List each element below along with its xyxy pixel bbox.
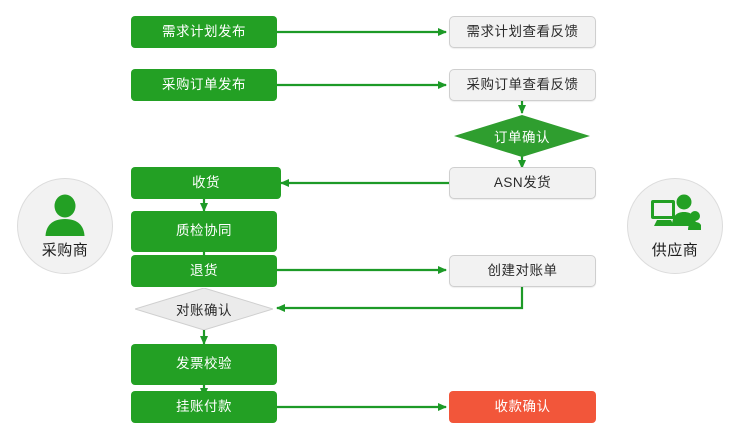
node-order-confirm[interactable]: 订单确认 bbox=[454, 115, 590, 157]
person-icon bbox=[45, 194, 85, 236]
node-demand-plan-feedback[interactable]: 需求计划查看反馈 bbox=[449, 16, 596, 48]
node-po-feedback[interactable]: 采购订单查看反馈 bbox=[449, 69, 596, 101]
node-order-confirm-label: 订单确认 bbox=[494, 130, 550, 145]
node-payment-confirm[interactable]: 收款确认 bbox=[449, 391, 596, 423]
person-at-computer-icon bbox=[651, 194, 701, 230]
actor-buyer-label: 采购商 bbox=[41, 242, 89, 259]
actor-supplier-label: 供应商 bbox=[651, 242, 699, 259]
node-asn-shipment[interactable]: ASN发货 bbox=[449, 167, 596, 199]
diamond-shape bbox=[135, 288, 273, 330]
node-create-statement[interactable]: 创建对账单 bbox=[449, 255, 596, 287]
node-statement-confirm[interactable]: 对账确认 bbox=[135, 288, 273, 330]
node-po-publish[interactable]: 采购订单发布 bbox=[131, 69, 277, 101]
node-statement-confirm-label: 对账确认 bbox=[176, 303, 232, 318]
node-demand-plan-publish[interactable]: 需求计划发布 bbox=[131, 16, 277, 48]
edge-statement-to-confirm bbox=[276, 286, 524, 312]
actor-buyer[interactable]: 采购商 bbox=[17, 178, 113, 274]
node-return-goods[interactable]: 退货 bbox=[131, 255, 277, 287]
node-quality-collab[interactable]: 质检协同 bbox=[131, 211, 277, 252]
node-payment-posting[interactable]: 挂账付款 bbox=[131, 391, 277, 423]
diamond-shape bbox=[454, 115, 590, 157]
node-invoice-check[interactable]: 发票校验 bbox=[131, 344, 277, 385]
actor-supplier[interactable]: 供应商 bbox=[627, 178, 723, 274]
node-receiving[interactable]: 收货 bbox=[131, 167, 281, 199]
